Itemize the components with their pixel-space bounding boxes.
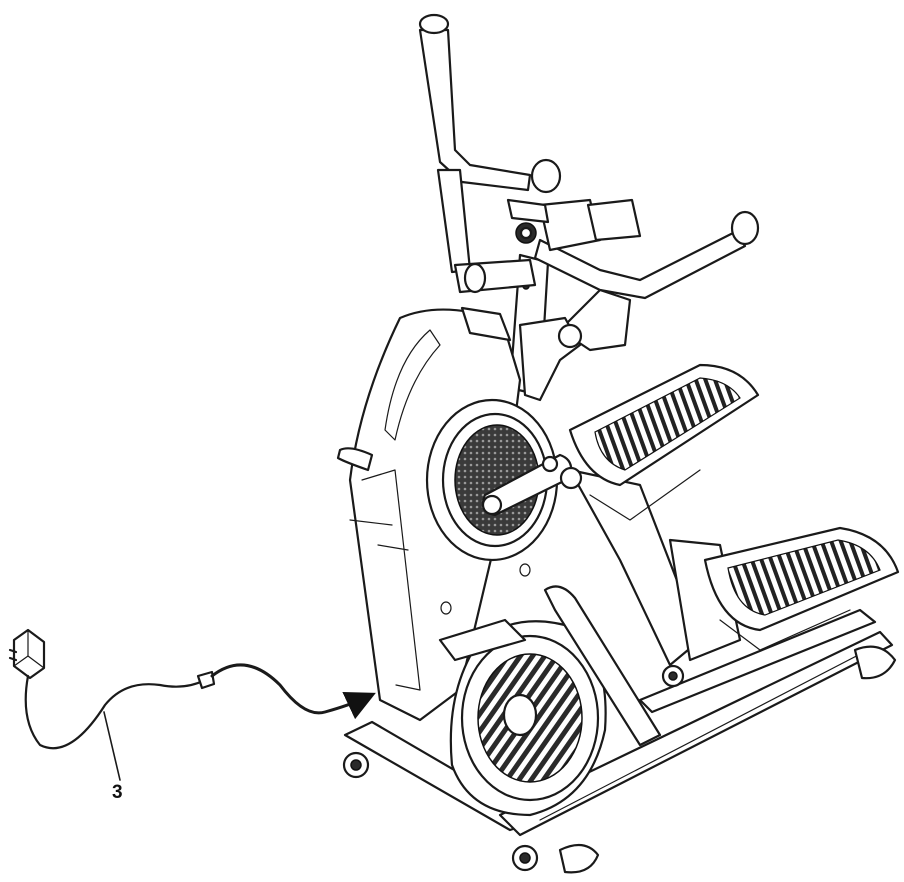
power-adapter-cord (8, 628, 376, 750)
pedal-upper (568, 363, 760, 521)
pedal-lower (703, 526, 900, 651)
console-display (506, 198, 642, 252)
transport-wheels (342, 751, 539, 872)
upper-wheel-cover (425, 398, 573, 562)
callout-leader-line (103, 711, 121, 781)
callout-label-3: 3 (112, 782, 123, 803)
handlebar-right (533, 210, 760, 352)
lower-fan-housing (438, 563, 607, 817)
moving-arm-right (453, 258, 583, 402)
pedal-arm (543, 466, 742, 747)
handlebar-left (418, 13, 562, 274)
